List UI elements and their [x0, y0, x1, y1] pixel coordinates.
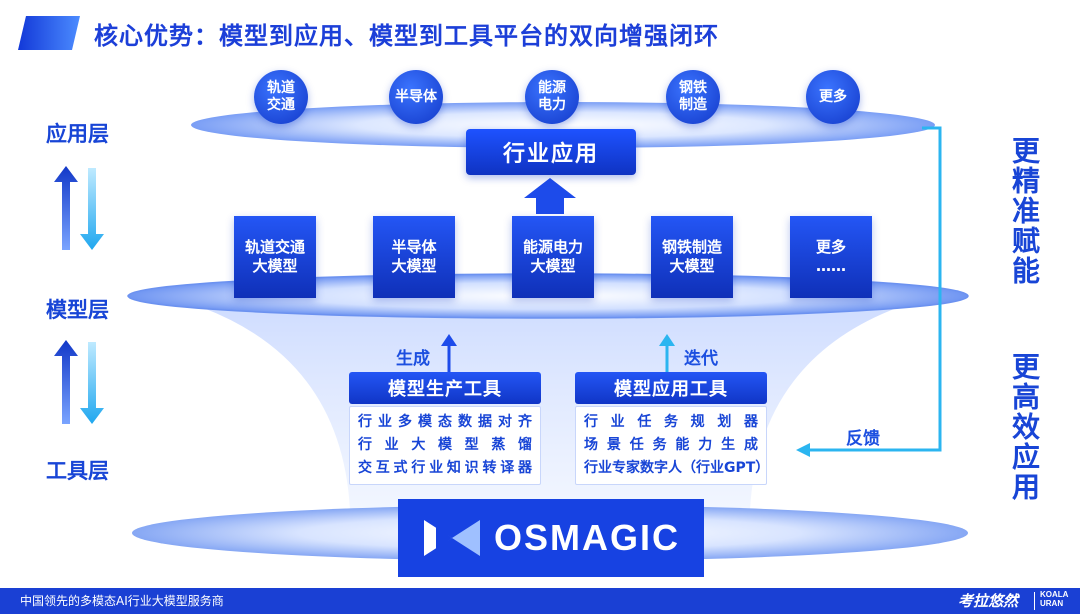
industry-circle-more: 更多	[806, 70, 860, 124]
model-box-more: 更多 ……	[790, 216, 872, 298]
model-box-rail: 轨道交通 大模型	[234, 216, 316, 298]
title-decoration-icon	[18, 16, 80, 50]
application-tool-title: 模型应用工具	[575, 372, 767, 404]
layer-label-model: 模型层	[46, 298, 109, 322]
application-tool-item: 行业任务规划器	[584, 414, 758, 430]
production-tool-title: 模型生产工具	[349, 372, 541, 404]
industry-circle-energy: 能源 电力	[525, 70, 579, 124]
application-tool-panel: 模型应用工具 行业任务规划器 场景任务能力生成 行业专家数字人（行业GPT）	[575, 372, 770, 485]
application-tool-item: 行业专家数字人（行业GPT）	[584, 460, 770, 476]
industry-circle-semiconductor: 半导体	[389, 70, 443, 124]
model-box-semiconductor: 半导体 大模型	[373, 216, 455, 298]
layer-label-tool: 工具层	[46, 459, 109, 483]
production-tool-list: 行业多模态数据对齐 行业大模型蒸馏 交互式行业知识转译器	[349, 406, 541, 485]
osmagic-platform-box: OSMAGIC	[398, 499, 704, 577]
generate-label: 生成	[396, 349, 430, 369]
page-title: 核心优势：模型到应用、模型到工具平台的双向增强闭环	[94, 22, 719, 50]
feedback-label: 反馈	[846, 429, 880, 449]
model-box-energy: 能源电力 大模型	[512, 216, 594, 298]
model-box-steel: 钢铁制造 大模型	[651, 216, 733, 298]
footer-brand-english: KOALA URAN	[1040, 590, 1069, 608]
production-tool-item: 交互式行业知识转译器	[358, 460, 532, 476]
production-tool-panel: 模型生产工具 行业多模态数据对齐 行业大模型蒸馏 交互式行业知识转译器	[349, 372, 541, 485]
industry-application-box: 行业应用	[466, 129, 636, 175]
footer-bar	[0, 588, 1080, 614]
production-tool-item: 行业大模型蒸馏	[358, 437, 532, 453]
footer-brand-logo: 考拉悠然	[958, 592, 1019, 610]
iterate-label: 迭代	[684, 349, 718, 369]
footer-divider	[1034, 592, 1035, 610]
osmagic-logo-text: OSMAGIC	[493, 517, 680, 558]
side-text-efficient: 更高效应用	[1008, 352, 1041, 502]
osmagic-logo-icon	[423, 520, 480, 556]
layer-label-application: 应用层	[46, 122, 109, 146]
industry-circle-rail: 轨道 交通	[254, 70, 308, 124]
application-tool-list: 行业任务规划器 场景任务能力生成 行业专家数字人（行业GPT）	[575, 406, 770, 485]
industry-circle-steel: 钢铁 制造	[666, 70, 720, 124]
footer-tagline: 中国领先的多模态AI行业大模型服务商	[20, 594, 224, 608]
application-tool-item: 场景任务能力生成	[584, 437, 758, 453]
production-tool-item: 行业多模态数据对齐	[358, 414, 532, 430]
side-text-precise: 更精准赋能	[1008, 136, 1041, 286]
